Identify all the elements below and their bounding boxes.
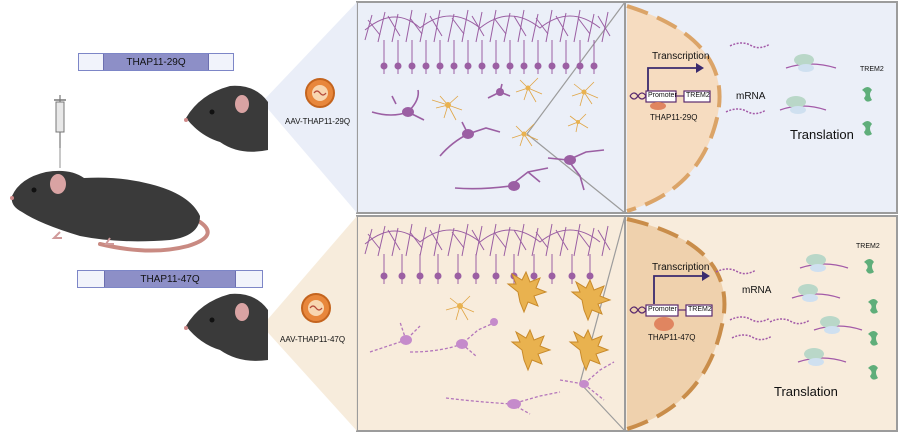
large-mouse-illustration [10, 170, 210, 253]
top-mrna-strands [725, 42, 771, 115]
top-gene-label: TREM2 [686, 92, 710, 99]
top-zoom-wedge [262, 2, 357, 213]
bottom-transcription-label: Transcription [652, 262, 710, 273]
bottom-dna [629, 306, 647, 314]
top-transcription-arrow [647, 67, 696, 92]
syringe-icon [54, 95, 66, 168]
top-virus-label: AAV-THAP11-29Q [285, 117, 351, 126]
top-promoter-label: Promoter [648, 92, 677, 99]
bottom-mrna-label: mRNA [742, 285, 772, 296]
bottom-neuron-somas [400, 318, 589, 409]
bottom-translation-label: Translation [774, 384, 838, 399]
top-transcription-label: Transcription [652, 51, 710, 62]
bottom-construct-bar: THAP11-47Q [77, 270, 263, 288]
top-ribosomes [779, 54, 837, 114]
bottom-aav-virus-icon [301, 293, 331, 323]
top-aav-virus-icon [305, 78, 335, 108]
top-trem2-proteins [862, 87, 872, 136]
top-mouse-head [184, 85, 268, 152]
bottom-promoter-label: Promoter [648, 306, 677, 313]
bottom-construct-label: THAP11-47Q [104, 271, 236, 287]
top-construct-label: THAP11-29Q [103, 54, 209, 70]
top-translation-label: Translation [790, 127, 854, 142]
bottom-virus-label: AAV-THAP11-47Q [280, 335, 346, 344]
bottom-factor-blob [654, 317, 674, 331]
bottom-glia [506, 270, 612, 372]
top-dna [629, 92, 647, 100]
bottom-ribosomes [791, 254, 863, 366]
bottom-factor-label: THAP11-47Q [648, 333, 696, 342]
bottom-transcription-arrow [653, 275, 702, 304]
bottom-nucleus [627, 219, 725, 429]
top-neuron-somas [402, 88, 576, 191]
top-factor-label: THAP11-29Q [650, 113, 698, 122]
bottom-protein-label: TREM2 [856, 243, 880, 250]
bottom-mouse-head [184, 293, 268, 361]
bottom-zoom-wedge [262, 216, 357, 431]
bottom-gene-label: TREM2 [688, 306, 712, 313]
bottom-trem2-proteins [864, 259, 878, 380]
top-nucleus [627, 6, 720, 211]
top-construct-bar: THAP11-29Q [78, 53, 234, 71]
top-mrna-label: mRNA [736, 91, 766, 102]
bottom-purkinje-layer [364, 223, 611, 257]
top-protein-label: TREM2 [860, 66, 884, 73]
top-purkinje-layer [364, 9, 611, 43]
bottom-mrna-strands [715, 268, 811, 341]
top-factor-blob [650, 102, 666, 110]
top-glia [431, 77, 599, 147]
